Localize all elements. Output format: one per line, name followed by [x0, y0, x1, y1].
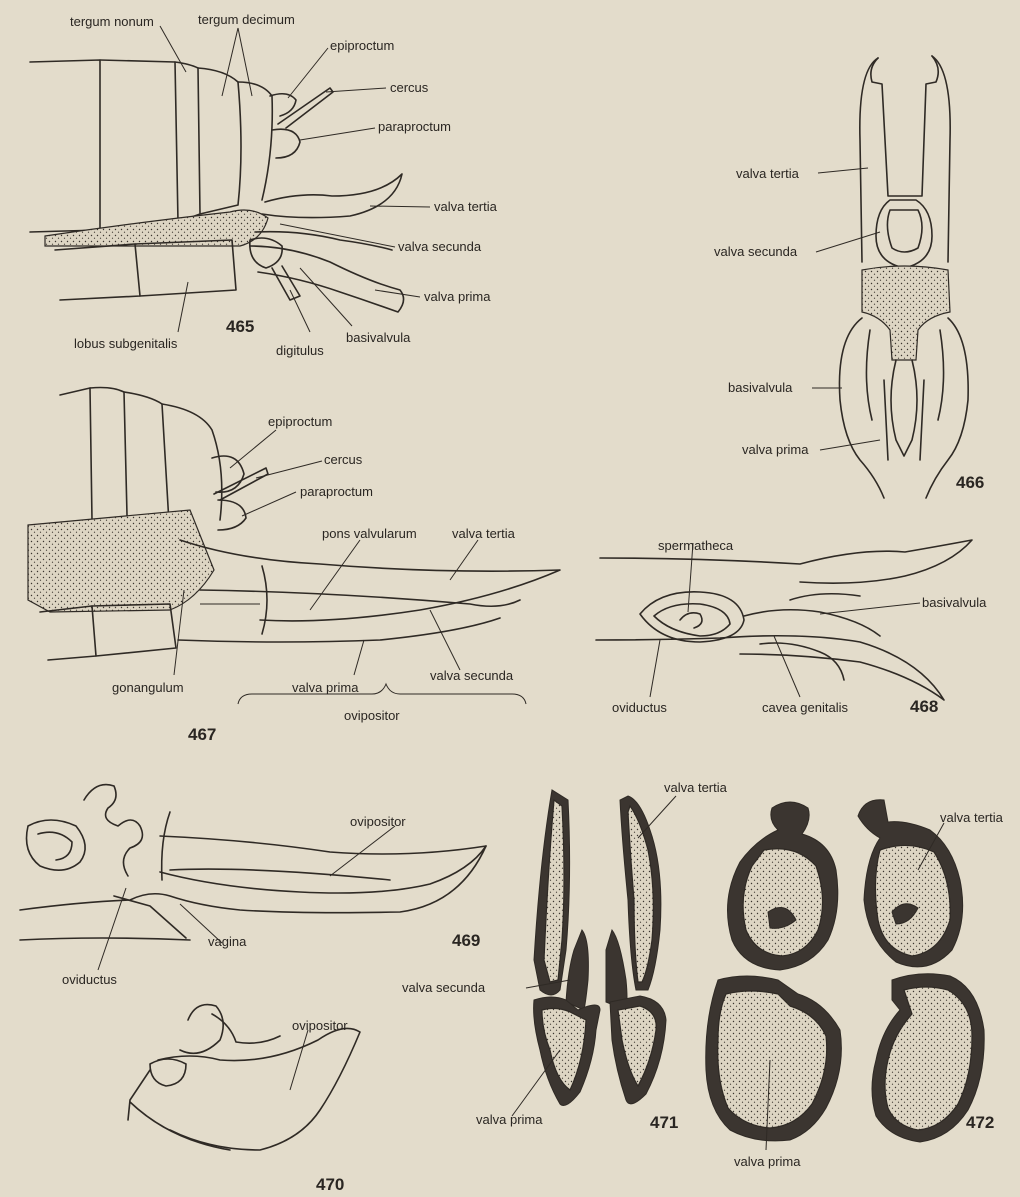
figure-number-471: 471: [650, 1113, 678, 1132]
label-valva-tertia-466: valva tertia: [736, 166, 800, 181]
label-valva-tertia-471: valva tertia: [664, 780, 728, 795]
label-pons-valvularum: pons valvularum: [322, 526, 417, 541]
label-ovipositor-469: ovipositor: [350, 814, 406, 829]
label-valva-tertia-467: valva tertia: [452, 526, 516, 541]
label-basivalvula-466: basivalvula: [728, 380, 793, 395]
figure-number-layer: 465 466 467 468 469 470 471 472: [188, 317, 994, 1194]
label-paraproctum-467: paraproctum: [300, 484, 373, 499]
label-valva-secunda-467: valva secunda: [430, 668, 514, 683]
label-paraproctum: paraproctum: [378, 119, 451, 134]
figure-468-drawing: [596, 540, 972, 700]
label-oviductus-468: oviductus: [612, 700, 667, 715]
label-tergum-nonum: tergum nonum: [70, 14, 154, 29]
label-cavea-genitalis: cavea genitalis: [762, 700, 848, 715]
label-valva-prima-471: valva prima: [476, 1112, 543, 1127]
figure-number-472: 472: [966, 1113, 994, 1132]
figure-472-drawing: [706, 800, 984, 1142]
label-valva-prima-466: valva prima: [742, 442, 809, 457]
label-gonangulum: gonangulum: [112, 680, 184, 695]
label-valva-secunda-471: valva secunda: [402, 980, 486, 995]
figure-number-467: 467: [188, 725, 216, 744]
label-ovipositor-470: ovipositor: [292, 1018, 348, 1033]
label-epiproctum-467: epiproctum: [268, 414, 332, 429]
label-valva-prima-472: valva prima: [734, 1154, 801, 1169]
label-valva-tertia-465: valva tertia: [434, 199, 498, 214]
label-basivalvula-468: basivalvula: [922, 595, 987, 610]
label-spermatheca: spermatheca: [658, 538, 734, 553]
figure-number-470: 470: [316, 1175, 344, 1194]
figure-number-466: 466: [956, 473, 984, 492]
label-vagina: vagina: [208, 934, 247, 949]
label-valva-secunda-466: valva secunda: [714, 244, 798, 259]
figure-number-465: 465: [226, 317, 254, 336]
figure-469-drawing: [20, 785, 486, 940]
label-valva-tertia-472: valva tertia: [940, 810, 1004, 825]
figure-number-468: 468: [910, 697, 938, 716]
figure-466-drawing: [839, 56, 968, 498]
figure-465-drawing: [30, 60, 404, 312]
label-ovipositor-467: ovipositor: [344, 708, 400, 723]
label-lobus-subgenitalis: lobus subgenitalis: [74, 336, 178, 351]
label-valva-secunda-465: valva secunda: [398, 239, 482, 254]
label-cercus-467: cercus: [324, 452, 363, 467]
figure-number-469: 469: [452, 931, 480, 950]
label-epiproctum: epiproctum: [330, 38, 394, 53]
label-basivalvula-465: basivalvula: [346, 330, 411, 345]
label-digitulus: digitulus: [276, 343, 324, 358]
label-valva-prima-467: valva prima: [292, 680, 359, 695]
label-oviductus-469: oviductus: [62, 972, 117, 987]
label-valva-prima-465: valva prima: [424, 289, 491, 304]
label-tergum-decimum: tergum decimum: [198, 12, 295, 27]
leader-lines: [98, 26, 944, 1150]
label-cercus: cercus: [390, 80, 429, 95]
